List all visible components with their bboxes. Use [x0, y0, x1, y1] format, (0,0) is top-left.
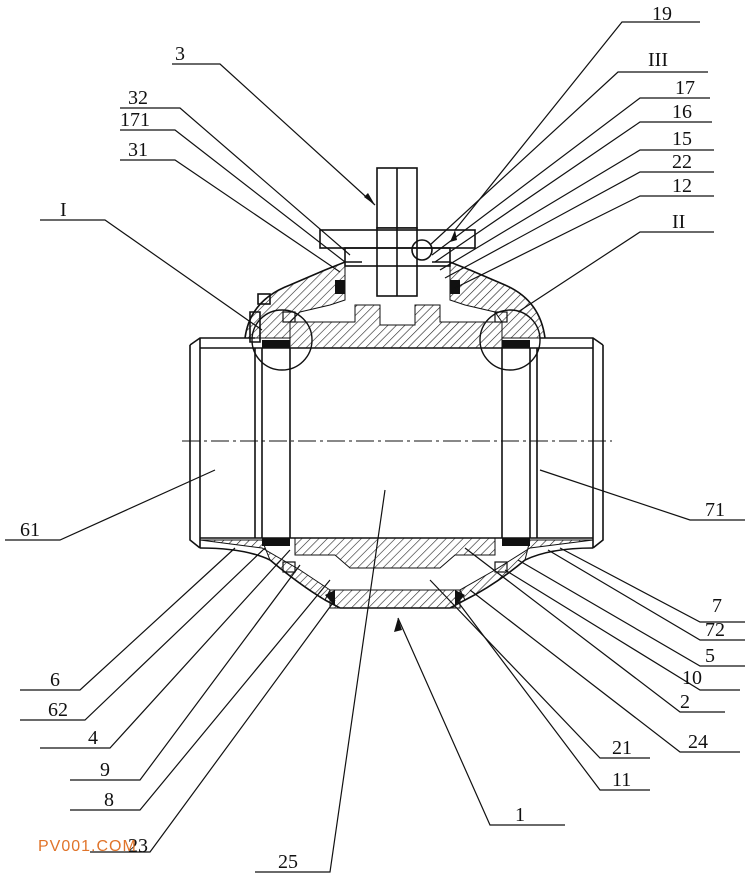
leader-arrowheads — [364, 193, 457, 632]
label-21: 21 — [612, 737, 632, 759]
label-7: 7 — [712, 595, 722, 617]
label-11: 11 — [612, 769, 631, 791]
label-71: 71 — [705, 499, 725, 521]
label-3: 3 — [175, 43, 185, 65]
label-22: 22 — [672, 151, 692, 173]
label-31: 31 — [128, 139, 148, 161]
label-171: 171 — [120, 109, 150, 131]
label-25: 25 — [278, 851, 298, 873]
label-16: 16 — [672, 101, 692, 123]
label-III: III — [648, 49, 668, 71]
label-17: 17 — [675, 77, 695, 99]
label-23: 23 — [128, 835, 148, 857]
stem-assembly — [249, 167, 476, 343]
label-1: 1 — [515, 804, 525, 826]
label-I: I — [60, 199, 67, 221]
label-72: 72 — [705, 619, 725, 641]
label-12: 12 — [672, 175, 692, 197]
label-61: 61 — [20, 519, 40, 541]
label-II: II — [672, 211, 685, 233]
label-19: 19 — [652, 3, 672, 25]
label-2: 2 — [680, 691, 690, 713]
label-32: 32 — [128, 87, 148, 109]
bolts — [282, 311, 508, 573]
seal-rings — [262, 280, 530, 606]
part-labels: 19 III 3 17 32 16 171 15 22 31 12 I II 6… — [20, 3, 725, 873]
label-62: 62 — [48, 699, 68, 721]
detail-III-circle — [411, 239, 433, 261]
detail-II-circle — [479, 309, 541, 371]
watermark: PV001.COM — [38, 838, 137, 855]
detail-I-circle — [251, 309, 313, 371]
label-5: 5 — [705, 645, 715, 667]
label-10: 10 — [682, 667, 702, 689]
label-8: 8 — [104, 789, 114, 811]
label-6: 6 — [50, 669, 60, 691]
label-9: 9 — [100, 759, 110, 781]
label-4: 4 — [88, 727, 98, 749]
label-15: 15 — [672, 128, 692, 150]
leader-lines — [5, 21, 745, 873]
label-24: 24 — [688, 731, 708, 753]
